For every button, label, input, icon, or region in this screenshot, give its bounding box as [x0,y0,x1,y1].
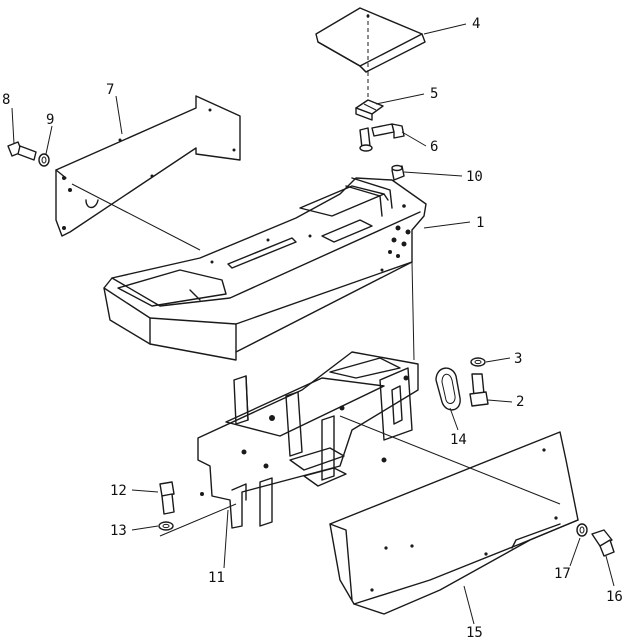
part-12-bolt [159,481,175,515]
part-17-washer [576,523,588,537]
label-part-14: 14 [450,432,467,448]
part-5-hinge-bracket [355,72,384,121]
part-11-frame [159,261,419,537]
part-9-washer [38,153,50,167]
label-part-7: 7 [106,82,114,98]
part-14-gasket [435,367,461,411]
part-3-washer [470,357,486,367]
label-part-11: 11 [208,570,225,586]
label-part-15: 15 [466,625,483,639]
label-part-9: 9 [46,112,54,128]
label-part-6: 6 [430,139,438,155]
label-part-17: 17 [554,566,571,582]
leader-lines [11,23,615,625]
label-part-3: 3 [514,351,522,367]
label-part-13: 13 [110,523,127,539]
part-7-side-panel [55,95,241,251]
part-2-bolt [469,373,489,407]
part-15-bottom-cover [329,415,579,615]
part-number-labels: 4 5 6 10 1 7 8 9 3 2 14 12 13 11 17 16 1… [2,16,623,641]
part-1-console-body [103,177,427,361]
label-part-1: 1 [476,215,484,231]
part-10-plug [391,164,405,181]
part-8-bolt [7,141,37,161]
label-part-5: 5 [430,86,438,102]
part-4-cover-plate [315,7,426,73]
label-part-16: 16 [606,589,623,605]
part-13-washer [158,521,174,531]
label-part-4: 4 [472,16,480,32]
label-part-12: 12 [110,483,127,499]
part-16-bolt [591,529,615,557]
part-6-bolts [359,123,405,152]
label-part-10: 10 [466,169,483,185]
label-part-8: 8 [2,92,10,108]
label-part-2: 2 [516,394,524,410]
